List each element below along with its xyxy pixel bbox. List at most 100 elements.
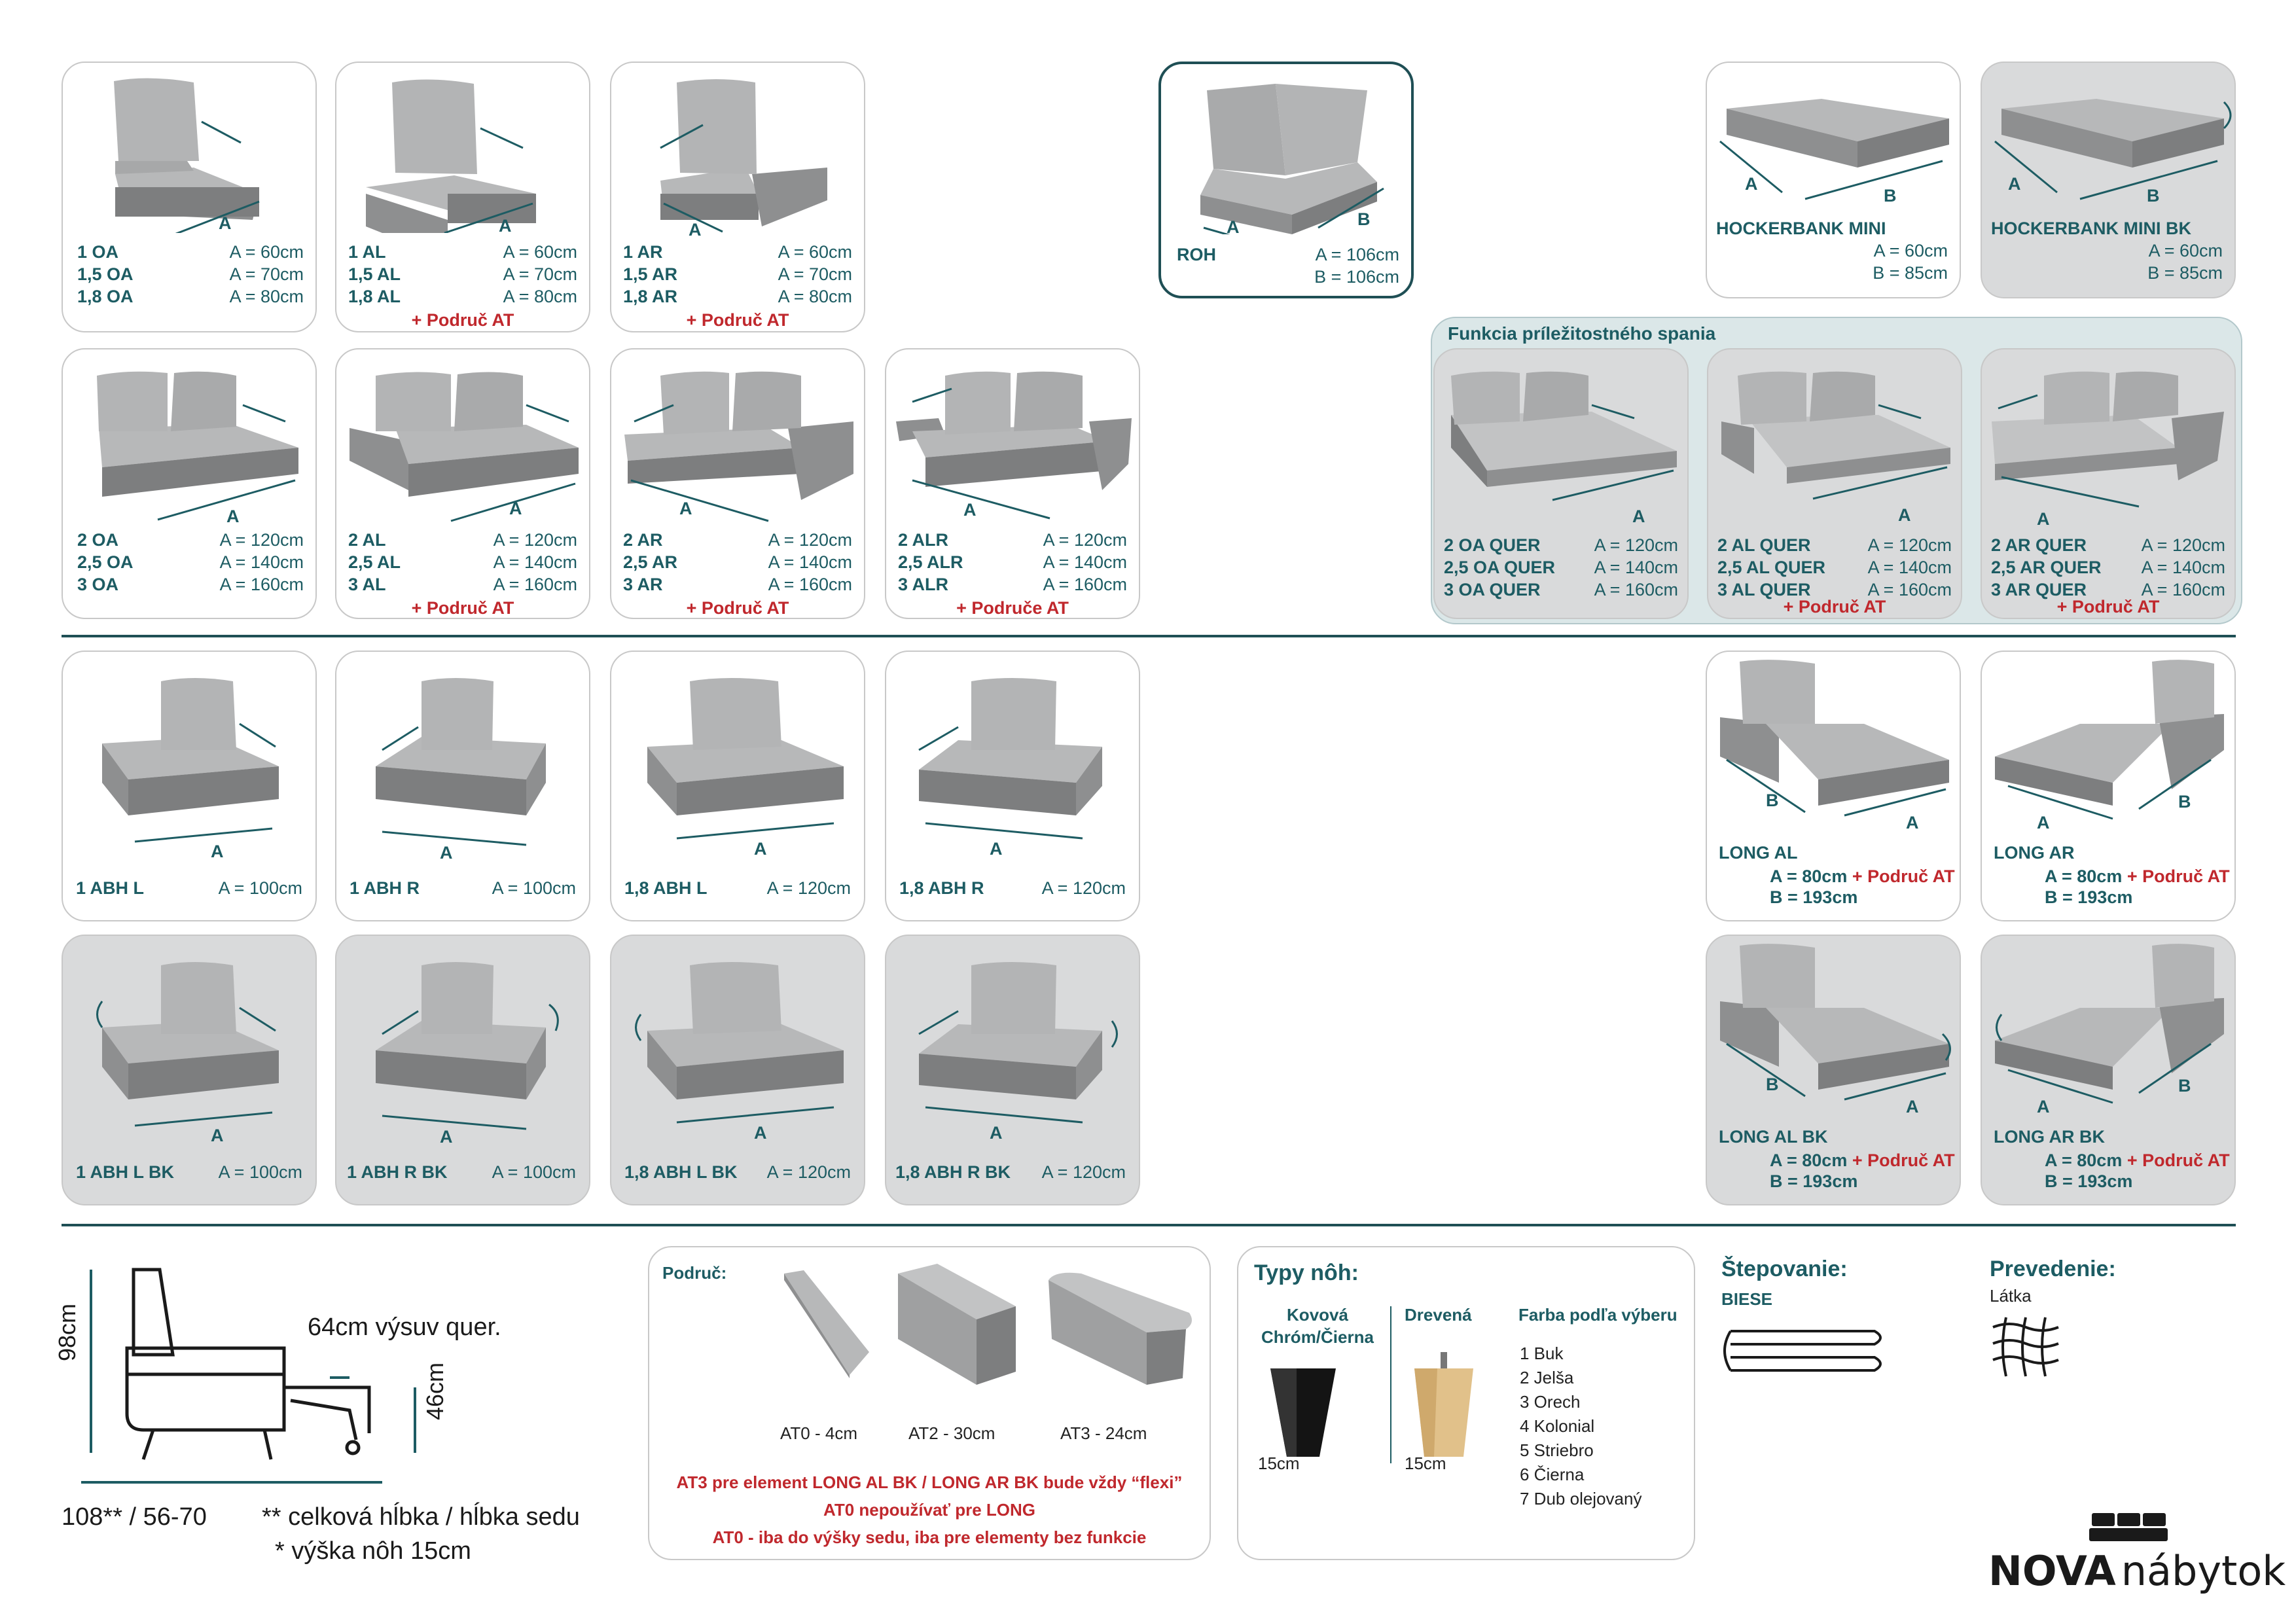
module-card-long-ar-bk[interactable]: A B LONG AR BK A = 80cm + Područ AT B = … bbox=[1981, 935, 2236, 1205]
module-dim: A = 100cm bbox=[492, 1162, 576, 1182]
rotate-arrow bbox=[1941, 1033, 1951, 1061]
rotate-arrow bbox=[1996, 1014, 2003, 1041]
sofa-1al-illustration bbox=[366, 79, 536, 233]
module-card-1abh-r[interactable]: A 1 ABH R A = 100cm bbox=[335, 651, 590, 921]
module-code: 1,8 ABH L BK bbox=[624, 1162, 738, 1182]
depth-dim: 108** / 56-70 bbox=[62, 1503, 207, 1531]
module-card-1abh-l[interactable]: A 1 ABH L A = 100cm bbox=[62, 651, 317, 921]
armrests-box: Područ: AT0 - 4cm AT2 - 30cm AT3 - 24cm … bbox=[648, 1246, 1211, 1560]
leg-note: * výška nôh 15cm bbox=[275, 1537, 471, 1565]
sofa-2alr-illustration bbox=[896, 371, 1132, 520]
module-card-18abh-l-bk[interactable]: A 1,8 ABH L BK A = 120cm bbox=[610, 935, 865, 1205]
dim-letter-a: A bbox=[219, 213, 232, 233]
abh-bk-illustration bbox=[376, 962, 559, 1130]
dim-letter-a: A bbox=[2037, 509, 2050, 529]
dim-letter-a: A bbox=[1227, 217, 1240, 237]
module-card-1abh-r-bk[interactable]: A 1 ABH R BK A = 100cm bbox=[335, 935, 590, 1205]
sofa-1oa-illustration bbox=[114, 78, 260, 233]
module-card-18abh-r[interactable]: A 1,8 ABH R A = 120cm bbox=[885, 651, 1140, 921]
dim-letter-a: A bbox=[1745, 174, 1758, 194]
legs-divider bbox=[1390, 1306, 1391, 1463]
module-code: 1 ABH L bbox=[76, 878, 145, 898]
module-dim-a: A = 80cm + Područ AT bbox=[1770, 866, 1955, 886]
module-dim: A = 120cm bbox=[1041, 878, 1126, 898]
height-dim: 98cm bbox=[54, 1303, 81, 1361]
dim-letter-a: A bbox=[211, 1126, 224, 1145]
sofa-quer-illustration bbox=[1992, 371, 2224, 508]
armrest-at0-label: AT0 - 4cm bbox=[780, 1423, 857, 1443]
module-code: 1,8 ABH R BK bbox=[895, 1162, 1011, 1182]
dim-letter-a: A bbox=[211, 842, 224, 861]
module-dim-a: A = 80cm + Područ AT bbox=[2045, 866, 2230, 886]
armrest-note: + Područ AT bbox=[1783, 597, 1886, 616]
dim-letter-a: A bbox=[990, 839, 1003, 859]
module-card-1abh-l-bk[interactable]: A 1 ABH L BK A = 100cm bbox=[62, 935, 317, 1205]
sofa-2ar-illustration bbox=[624, 371, 853, 522]
dim-letter-a: A bbox=[2008, 174, 2021, 194]
armrest-note: + Područ AT bbox=[411, 598, 514, 618]
dim-letter-a: A bbox=[1632, 507, 1645, 526]
dim-letter-a: A bbox=[1898, 505, 1911, 525]
module-dim: A = 100cm bbox=[492, 878, 576, 898]
module-dim: A = 100cm bbox=[218, 1162, 302, 1182]
long-illustration bbox=[1720, 660, 1949, 817]
dim-letter-b: B bbox=[2178, 792, 2191, 812]
abh-bk-illustration bbox=[635, 962, 844, 1124]
wood-leg-title: Drevená bbox=[1405, 1305, 1472, 1325]
module-card-long-al-bk[interactable]: B A LONG AL BK A = 80cm + Područ AT B = … bbox=[1706, 935, 1961, 1205]
dim-letter-a: A bbox=[689, 220, 702, 240]
armrest-note: + Područe AT bbox=[956, 598, 1069, 618]
section-divider bbox=[62, 635, 2236, 637]
module-code: 1,8 ABH R bbox=[899, 878, 984, 898]
dim-letter-a: A bbox=[990, 1123, 1003, 1143]
module-dim-b: B = 193cm bbox=[2045, 887, 2133, 907]
module-title: LONG AR bbox=[1994, 843, 2075, 863]
abh-bk-illustration bbox=[918, 962, 1118, 1124]
module-card-18abh-l[interactable]: A 1,8 ABH L A = 120cm bbox=[610, 651, 865, 921]
module-card-18abh-r-bk[interactable]: A 1,8 ABH R BK A = 120cm bbox=[885, 935, 1140, 1205]
dim-letter-b: B bbox=[1766, 1075, 1779, 1094]
module-card-long-al[interactable]: B A LONG AL A = 80cm + Područ AT B = 193… bbox=[1706, 651, 1961, 921]
armrest-note: + Područ AT bbox=[686, 310, 789, 330]
sofa-2oa-illustration bbox=[97, 371, 298, 521]
armrest-note-3: AT0 - iba do výšky sedu, iba pre element… bbox=[712, 1527, 1147, 1547]
armrest-note-2: AT0 nepoužívať pre LONG bbox=[823, 1500, 1035, 1520]
module-code: 1 ABH R bbox=[350, 878, 420, 898]
metal-leg-icon bbox=[1270, 1368, 1336, 1457]
hockerbank-bk-illustration bbox=[1994, 99, 2232, 200]
brand-sofa-icon bbox=[2089, 1513, 2168, 1541]
section-divider bbox=[62, 1224, 2236, 1226]
dim-letter-a: A bbox=[440, 1127, 453, 1147]
dim-letter-b: B bbox=[2178, 1076, 2191, 1096]
group-title: Funkcia príležitostného spania bbox=[1448, 323, 1716, 344]
module-dim: A = 100cm bbox=[218, 878, 302, 898]
armrest-note: + Područ AT bbox=[411, 310, 514, 330]
module-title: LONG AR BK bbox=[1994, 1127, 2105, 1147]
module-card-long-ar[interactable]: A B LONG AR A = 80cm + Područ AT B = 193… bbox=[1981, 651, 2236, 921]
rotate-arrow bbox=[96, 1001, 103, 1028]
